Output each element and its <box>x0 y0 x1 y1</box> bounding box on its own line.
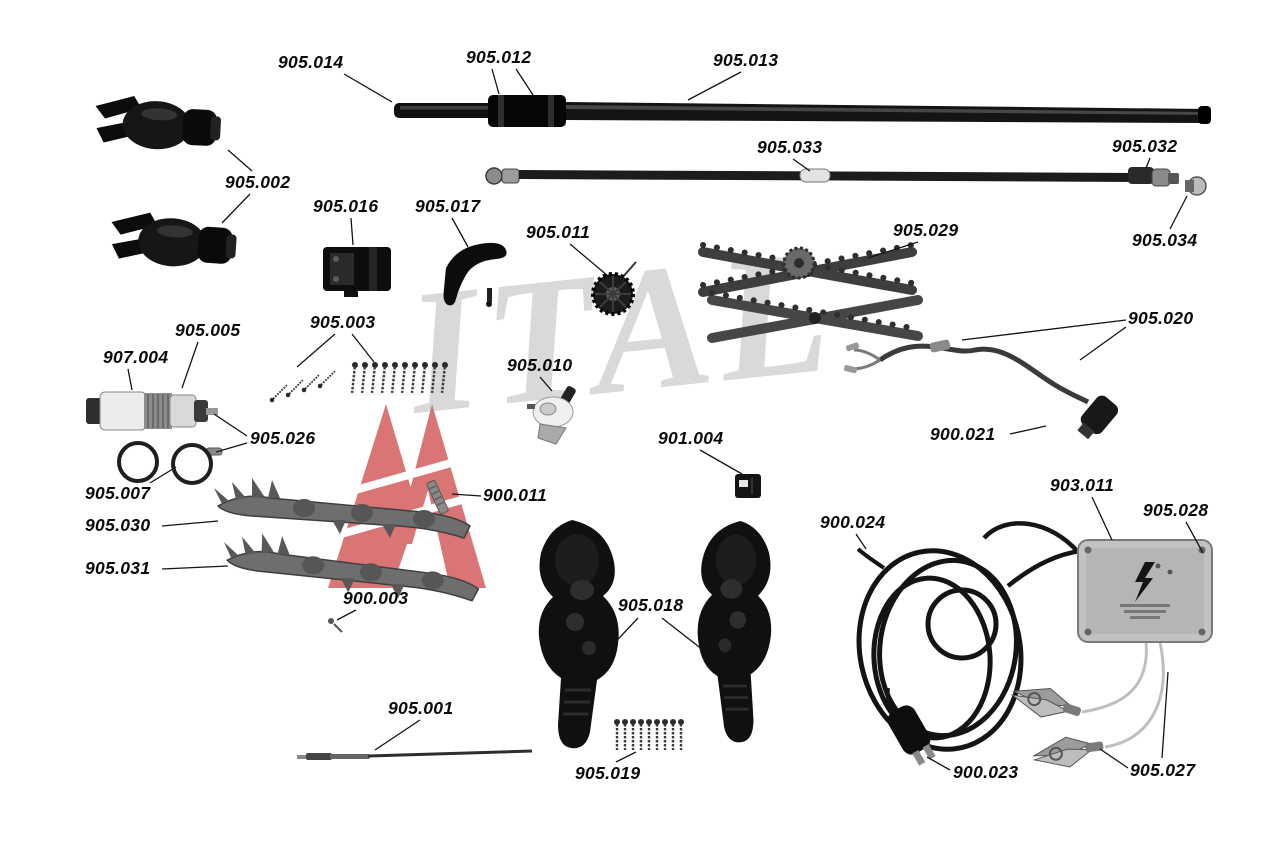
sprocket-905-011 <box>591 261 637 316</box>
claws-905-002 <box>93 94 238 271</box>
rod-905-033 <box>485 167 1207 196</box>
screw-900-003 <box>328 618 343 633</box>
bracket-905-016 <box>323 247 391 297</box>
coupling-905-010 <box>527 386 576 445</box>
battery-clamps-905-027 <box>1007 677 1107 773</box>
connector-901-004 <box>735 474 761 498</box>
rod-905-001 <box>297 749 533 760</box>
screws-905-003 <box>267 360 450 405</box>
motor-907-004 <box>86 391 218 431</box>
screws-905-019 <box>612 717 686 752</box>
control-box-903-011 <box>982 521 1213 749</box>
plug-900-023 <box>887 705 936 766</box>
handle-shells-905-018 <box>537 518 773 750</box>
rake-bar-905-031 <box>221 531 481 602</box>
o-rings-905-007 <box>117 441 213 485</box>
rake-head-905-029 <box>698 242 923 343</box>
pin-900-011 <box>426 480 449 515</box>
lever-905-017 <box>443 242 507 307</box>
cable-coil-900-024 <box>856 547 1081 752</box>
pole-905-013 <box>394 95 1211 127</box>
adapter-cable-905-020 <box>843 339 1119 440</box>
